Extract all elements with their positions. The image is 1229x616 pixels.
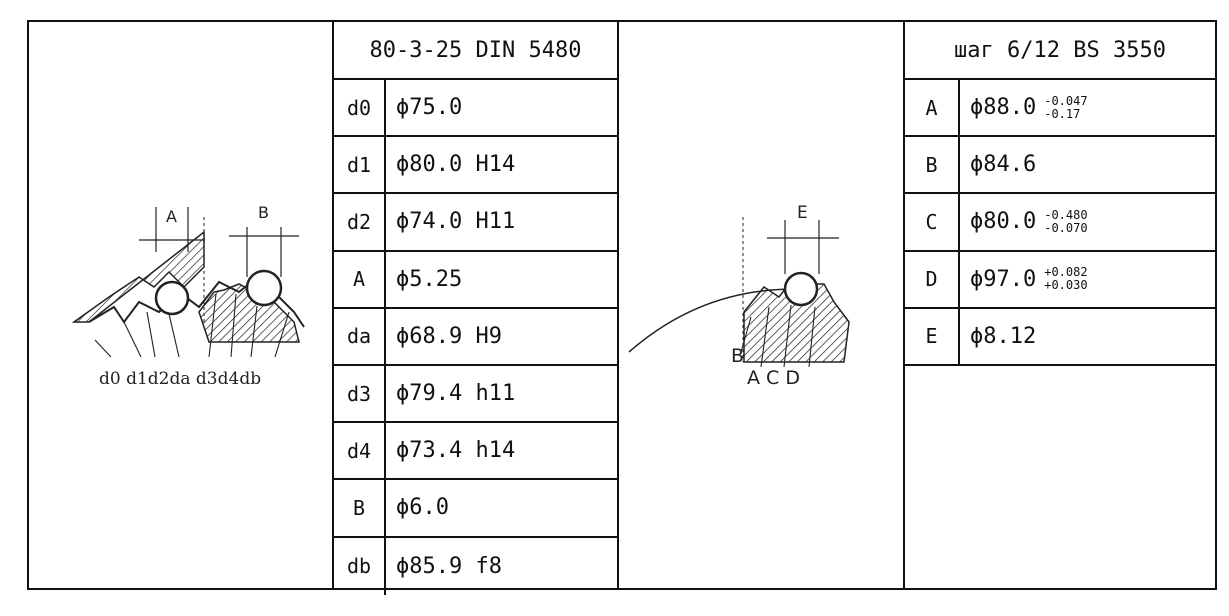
row-key: d0 — [334, 80, 386, 136]
row-key: C — [905, 194, 960, 250]
tolerance-lower: +0.030 — [1044, 278, 1088, 293]
row-key: A — [334, 251, 386, 307]
hub-section — [71, 230, 205, 323]
row-key: A — [905, 80, 960, 136]
row-key: B — [905, 137, 960, 193]
row-value: ϕ88.0 — [970, 95, 1037, 121]
gear-section — [743, 283, 850, 363]
divider-1 — [332, 20, 334, 590]
measuring-ball-b — [245, 269, 283, 307]
row-value: ϕ68.9 H9 — [396, 323, 502, 349]
divider-3 — [903, 20, 905, 590]
table-row: d0 ϕ75.0 — [334, 80, 617, 138]
tolerance-upper: +0.082 — [1044, 265, 1088, 280]
table-row: da ϕ68.9 H9 — [334, 308, 617, 366]
measuring-ball-e — [783, 271, 819, 307]
row-key: D — [905, 251, 960, 307]
table-row: d4 ϕ73.4 h14 — [334, 423, 617, 481]
row-value: ϕ5.25 — [396, 266, 463, 292]
tolerance: -0.047-0.17 — [1044, 93, 1088, 121]
row-key: d3 — [334, 366, 386, 422]
table-row: db ϕ85.9 f8 — [334, 537, 617, 595]
tolerance: +0.082+0.030 — [1044, 266, 1087, 292]
row-value: ϕ6.0 — [396, 495, 449, 521]
row-key: d1 — [334, 137, 386, 193]
row-value: ϕ79.4 h11 — [396, 381, 516, 407]
dim-b-label: B — [258, 203, 269, 222]
dim-a-label: A — [166, 207, 177, 226]
diameter-labels: d0 d1d2da d3d4db — [99, 369, 261, 389]
tolerance-upper: -0.047 — [1044, 93, 1088, 108]
left-table-title: 80-3-25 DIN 5480 — [334, 22, 617, 80]
row-key: d4 — [334, 423, 386, 479]
row-value: ϕ73.4 h14 — [396, 438, 516, 464]
row-value: ϕ84.6 — [970, 152, 1037, 178]
row-value: ϕ74.0 H11 — [396, 209, 516, 235]
tolerance-upper: -0.480 — [1044, 207, 1088, 222]
table-row: d2 ϕ74.0 H11 — [334, 194, 617, 252]
tolerance: -0.480-0.070 — [1044, 207, 1088, 235]
point-b-label: B — [731, 345, 744, 367]
row-key: da — [334, 308, 386, 364]
row-value: ϕ85.9 f8 — [396, 553, 502, 579]
tolerance-lower: -0.17 — [1044, 106, 1081, 121]
row-value: ϕ80.0 H14 — [396, 152, 516, 178]
row-key: db — [334, 537, 386, 595]
divider-2 — [617, 20, 619, 590]
drawing-frame — [27, 20, 1217, 590]
measuring-ball-a — [154, 280, 190, 316]
points-acd-label: A C D — [747, 367, 800, 389]
table-row: d3 ϕ79.4 h11 — [334, 366, 617, 424]
row-value: ϕ80.0 — [970, 209, 1037, 235]
row-key: d2 — [334, 194, 386, 250]
gear-ball-diagram: E B A C D — [628, 203, 850, 389]
right-table-title: шаг 6/12 BS 3550 — [905, 22, 1215, 80]
tolerance-lower: -0.070 — [1044, 220, 1088, 235]
row-key: E — [905, 308, 960, 364]
row-key: B — [334, 480, 386, 536]
spline-ball-diagram: A B d0 d1d2da d3d4db — [71, 203, 305, 389]
row-value: ϕ8.12 — [970, 323, 1037, 349]
row-value: ϕ97.0 — [970, 266, 1037, 292]
table-row: d1 ϕ80.0 H14 — [334, 137, 617, 195]
dim-e-label: E — [797, 203, 808, 223]
row-value: ϕ75.0 — [396, 95, 463, 121]
